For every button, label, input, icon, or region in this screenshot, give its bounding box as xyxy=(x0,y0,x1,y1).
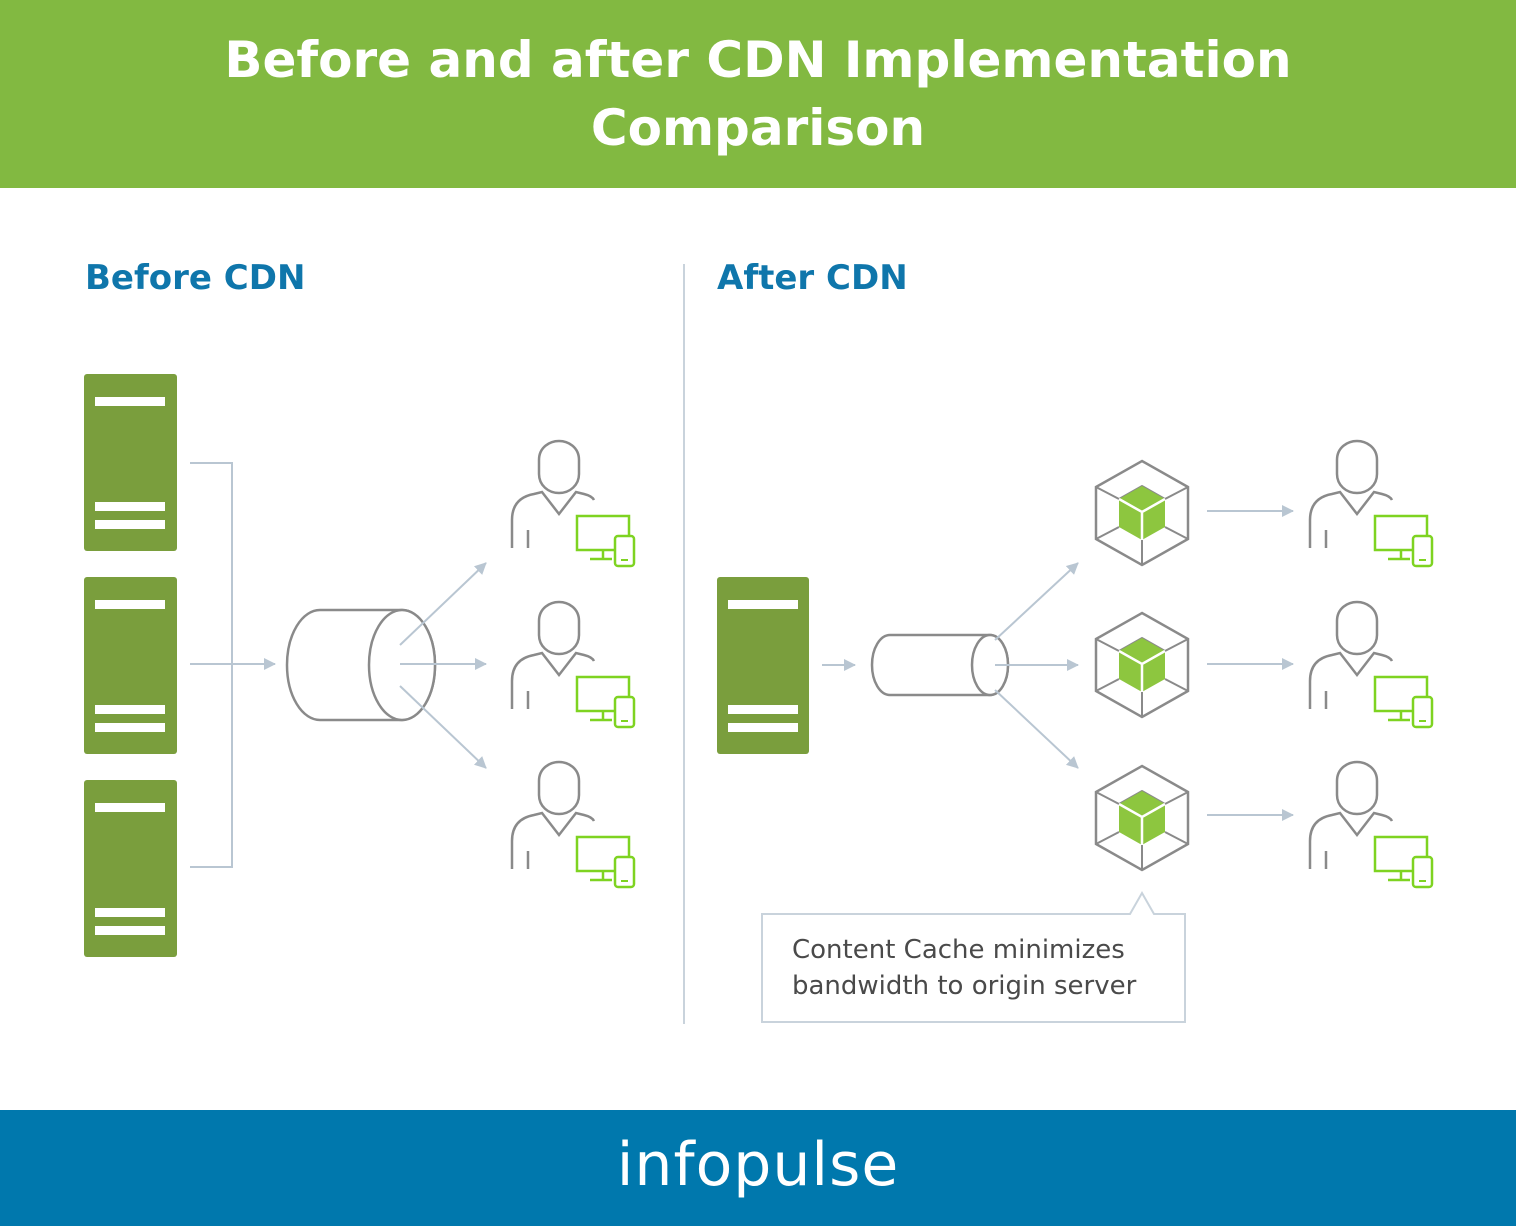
device-icon xyxy=(1373,514,1434,568)
cache-cube-icon xyxy=(1094,611,1190,719)
brand-logo: infopulse xyxy=(616,1130,900,1200)
origin-server-icon xyxy=(84,374,177,551)
after-cdn-diagram xyxy=(717,439,1434,1023)
origin-server-icon xyxy=(84,577,177,754)
header-banner: Before and after CDN Implementation Comp… xyxy=(0,0,1516,188)
page-title: Before and after CDN Implementation Comp… xyxy=(224,31,1292,157)
after-cdn-title: After CDN xyxy=(717,258,908,298)
footer-banner: infopulse xyxy=(0,1110,1516,1226)
origin-server-icon xyxy=(84,780,177,957)
device-icon xyxy=(575,514,636,568)
device-icon xyxy=(575,675,636,729)
callout-box xyxy=(761,890,1186,1023)
callout-text: Content Cache minimizes bandwidth to ori… xyxy=(792,935,1137,1001)
device-icon xyxy=(575,835,636,889)
arrow-to-user xyxy=(399,685,487,769)
device-icon xyxy=(1373,835,1434,889)
device-icon xyxy=(1373,675,1434,729)
before-cdn-title: Before CDN xyxy=(85,258,306,298)
arrow-to-user xyxy=(399,562,487,646)
cache-cube-icon xyxy=(1094,459,1190,567)
origin-server-icon xyxy=(717,577,809,754)
cache-cube-icon xyxy=(1094,764,1190,872)
pipe-icon xyxy=(870,633,1010,697)
before-cdn-diagram xyxy=(84,374,636,957)
arrow-to-cache xyxy=(994,562,1079,641)
arrow-to-cache xyxy=(994,689,1079,769)
